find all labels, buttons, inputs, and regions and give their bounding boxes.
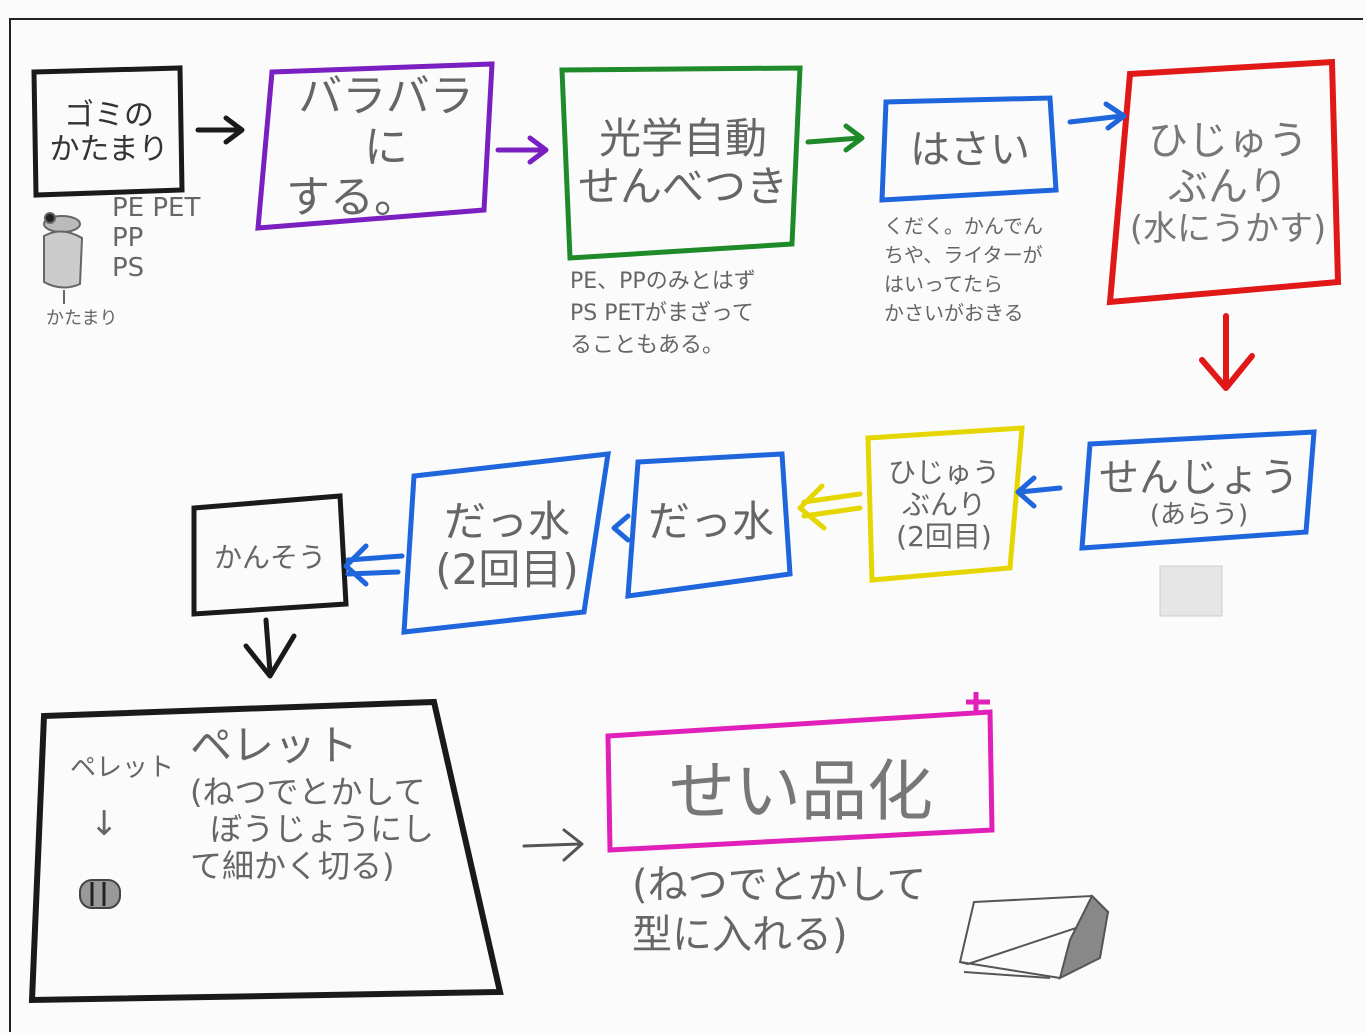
plastic-types-l1: PE PET <box>112 193 201 223</box>
node-senjou-line1: せんじょう <box>1099 455 1299 502</box>
seihin-note-l2: 型に入れる) <box>632 912 848 958</box>
node-hijuu1-line3: (水にうかす) <box>1129 209 1327 250</box>
seihin-note: (ねつでとかして 型に入れる) <box>632 860 926 960</box>
node-kansou: かんそう <box>198 508 342 608</box>
plastic-types-note: PE PET PP PS <box>112 193 201 284</box>
katamari-caption: かたまり <box>46 308 118 329</box>
hasai-note: くだく。かんでん ちや、ライターが はいってたら かさいがおきる <box>884 212 1043 328</box>
node-seihin: せい品化 <box>612 736 990 848</box>
kogaku-note-l1: PE、PPのみとはず <box>570 269 756 294</box>
node-dassui1: だっ水 <box>636 462 786 582</box>
node-senjou: せんじょう (あらう) <box>1090 444 1308 542</box>
node-hasai-line1: はさい <box>910 127 1030 173</box>
node-kogaku-line1: 光学自動 <box>598 113 767 163</box>
hasai-note-l3: はいってたら <box>884 272 1003 296</box>
node-bara: バラバラに する。 <box>272 71 486 223</box>
node-dassui1-line1: だっ水 <box>647 496 774 546</box>
node-hasai: はさい <box>888 104 1052 196</box>
kogaku-note-l2: PS PETがまざって <box>570 300 754 326</box>
node-hijuu2-line2: ぶんり <box>901 487 986 521</box>
node-bara-line1: バラバラに <box>298 71 474 173</box>
node-hijuu2-line1: ひじゅう <box>887 455 1000 489</box>
node-gomi-line2: かたまり <box>49 132 169 167</box>
plastic-types-l3: PS <box>112 252 145 283</box>
node-hijuu2-line3: (2回目) <box>896 520 992 554</box>
node-seihin-line1: せい品化 <box>669 753 933 831</box>
node-bara-line2: する。 <box>286 172 418 224</box>
kogaku-note-l3: ることもある。 <box>570 332 725 358</box>
seihin-note-l1: (ねつでとかして <box>632 862 927 908</box>
node-kogaku: 光学自動 せんべつき <box>572 78 794 248</box>
node-gomi-line1: ゴミの <box>64 97 154 133</box>
node-pellet-title: ペレット <box>190 721 359 770</box>
node-pellet-line3: ぼうじょうにし <box>210 810 435 849</box>
plastic-types-l2: PP <box>112 222 144 253</box>
pellet-side-label: ペレット <box>70 753 175 783</box>
pellet-side-arrow: ↓ <box>90 804 119 844</box>
node-pellet: ペレット (ねつでとかして ぼうじょうにし て細かく切る) <box>190 721 480 942</box>
node-hijuu2: ひじゅう ぶんり (2回目) <box>872 436 1016 574</box>
node-kogaku-line2: せんべつき <box>577 162 788 211</box>
node-senjou-line2: (あらう) <box>1149 500 1249 531</box>
node-hijuu1-line2: ぶんり <box>1168 164 1288 211</box>
node-hijuu1-line1: ひじゅう <box>1148 118 1308 165</box>
node-dassui2-line2: (2回目) <box>435 545 579 594</box>
node-hijuu1: ひじゅう ぶんり (水にうかす) <box>1124 78 1332 290</box>
node-pellet-line2: (ねつでとかして <box>190 773 426 812</box>
node-pellet-line4: て細かく切る) <box>190 846 395 885</box>
node-kansou-line1: かんそう <box>213 540 326 574</box>
paper-sheet <box>9 18 1363 1032</box>
node-gomi: ゴミの かたまり <box>40 76 178 190</box>
hasai-note-l1: くだく。かんでん <box>884 214 1043 238</box>
node-dassui2: だっ水 (2回目) <box>414 470 600 622</box>
node-dassui2-line1: だっ水 <box>443 496 570 546</box>
hasai-note-l2: ちや、ライターが <box>884 243 1043 267</box>
kogaku-note: PE、PPのみとはず PS PETがまざって ることもある。 <box>570 266 756 362</box>
hasai-note-l4: かさいがおきる <box>884 301 1024 325</box>
